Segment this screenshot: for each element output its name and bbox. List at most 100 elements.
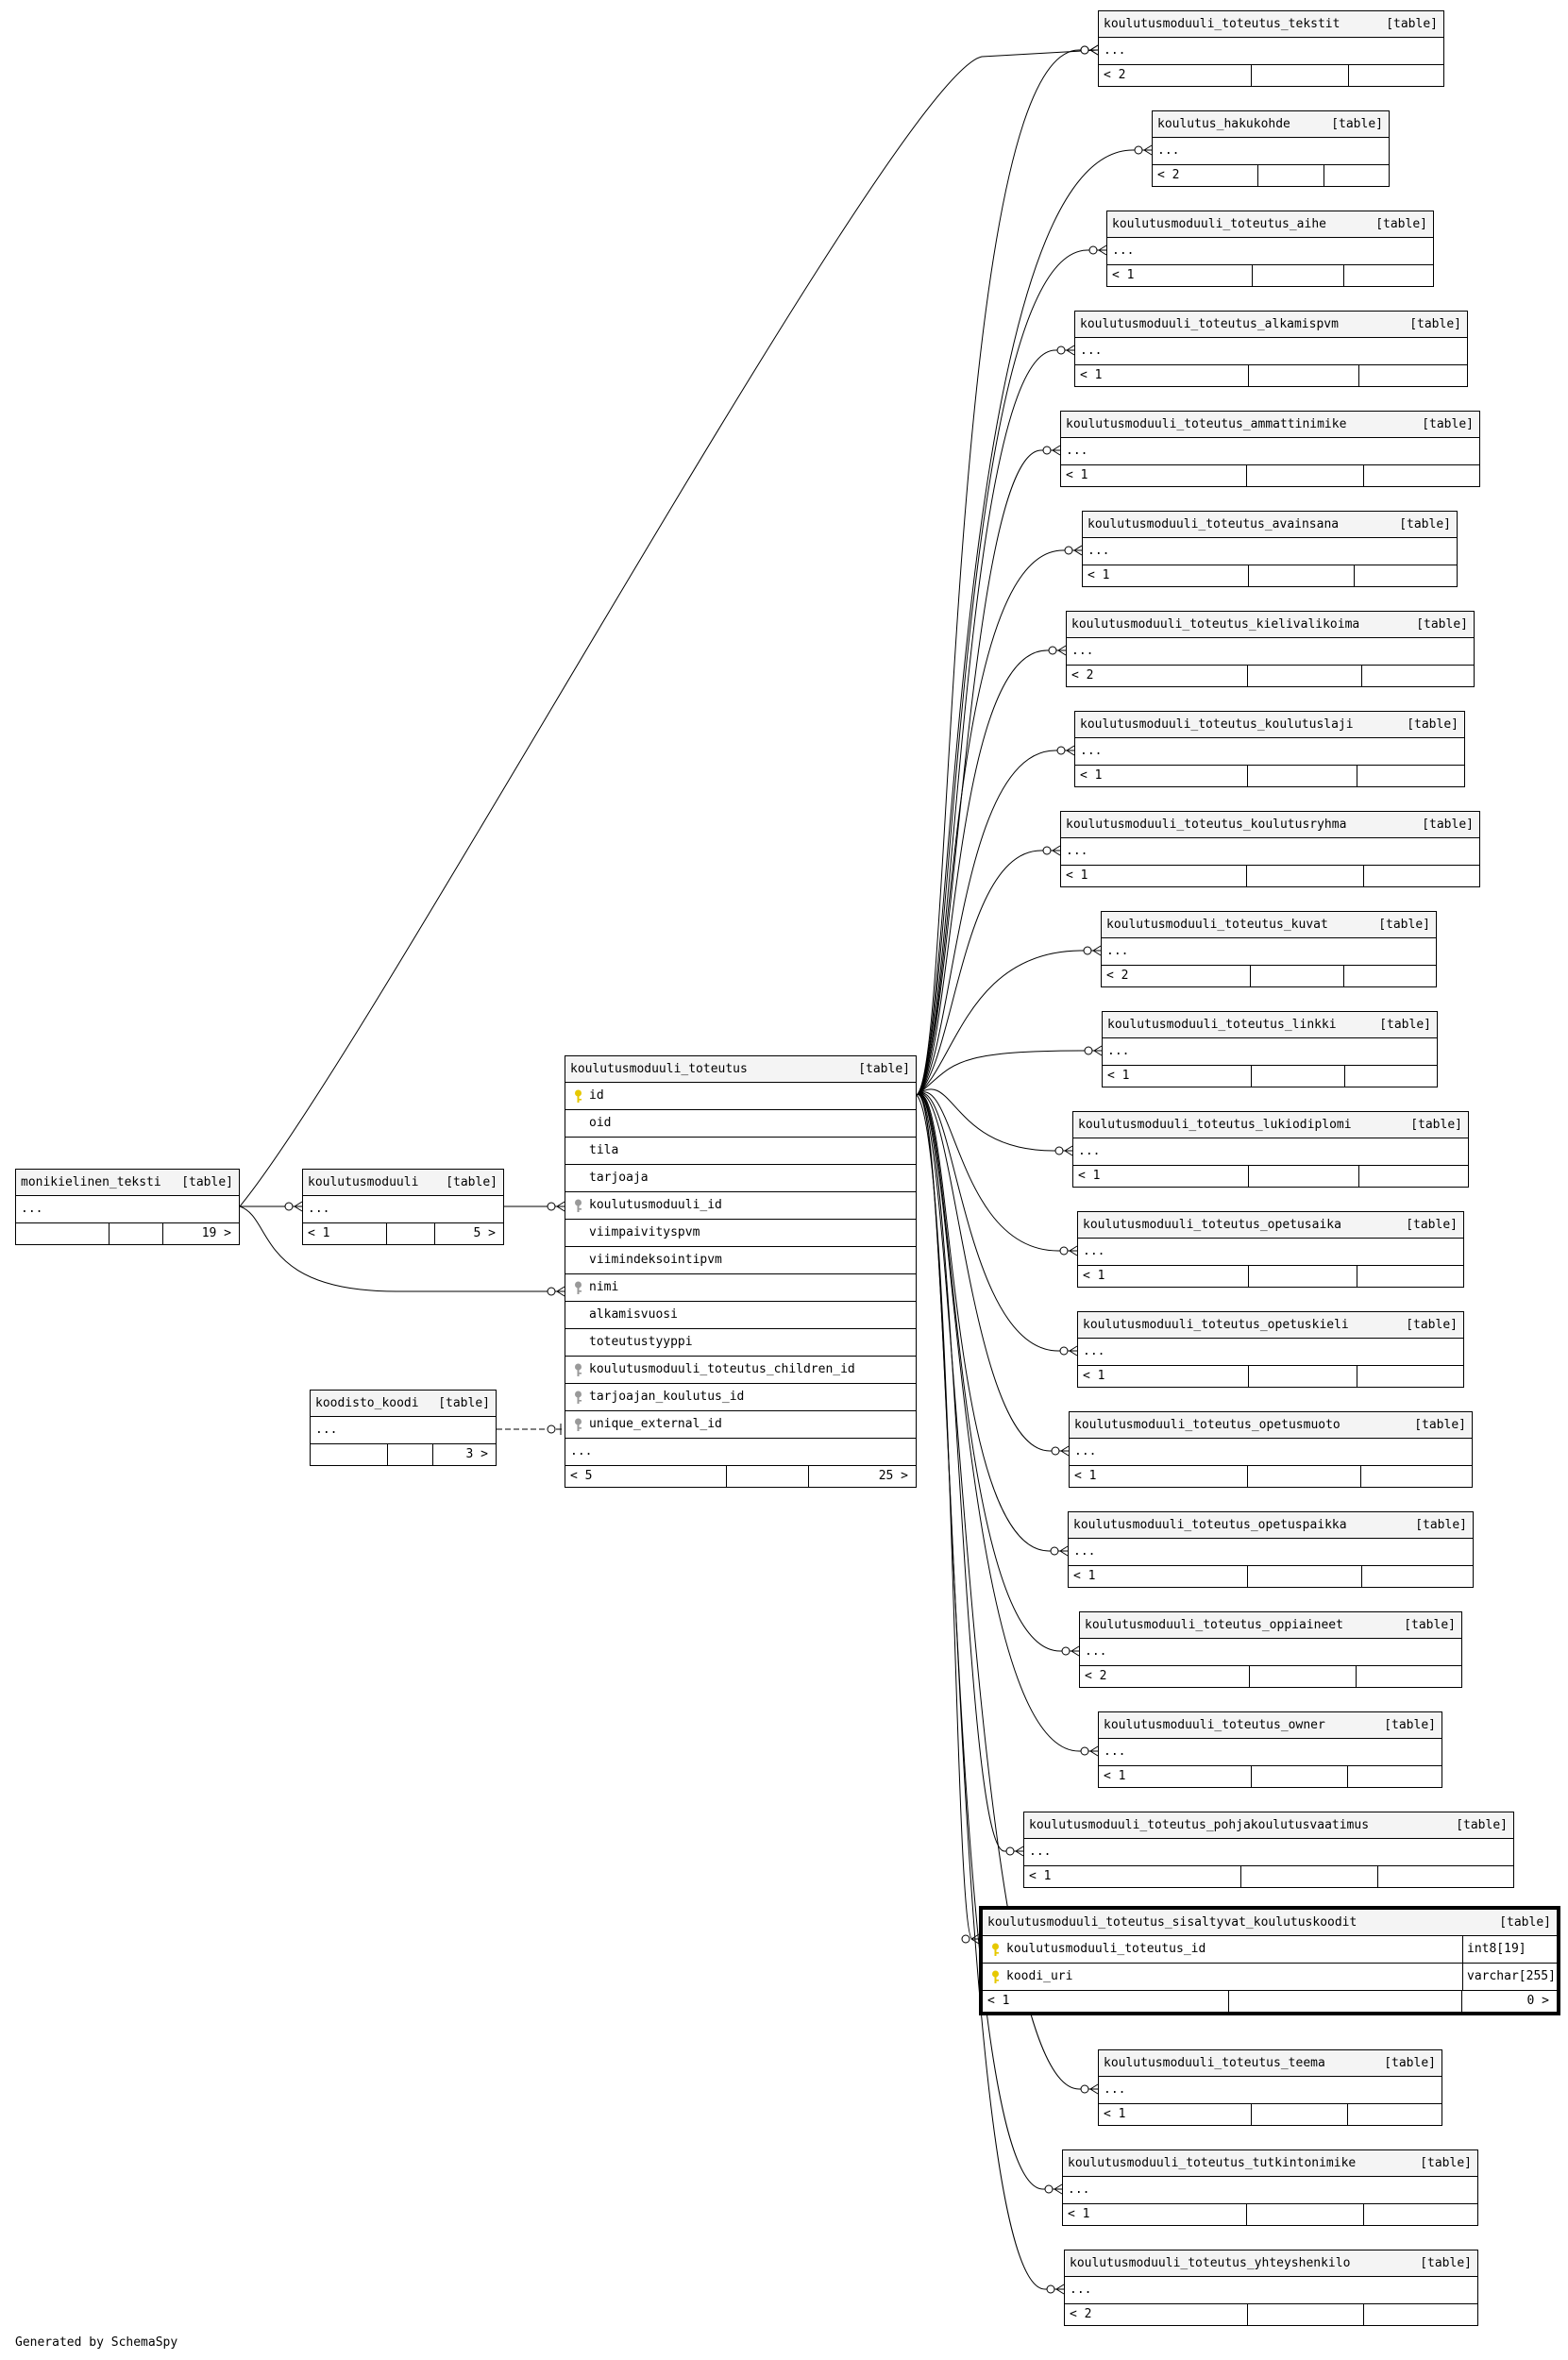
table-koulutusmoduuli-toteutus-teema[interactable]: koulutusmoduuli_toteutus_teema[table]...… <box>1098 2049 1442 2126</box>
parents-count[interactable]: < 1 <box>1087 568 1110 582</box>
column-koulutusmoduuli-toteutus-children-id[interactable]: koulutusmoduuli_toteutus_children_id <box>565 1357 916 1384</box>
table-type-tag: [table] <box>1420 2156 1472 2170</box>
table-koulutusmoduuli-toteutus-kuvat[interactable]: koulutusmoduuli_toteutus_kuvat[table]...… <box>1101 911 1437 987</box>
parents-count[interactable]: < 5 <box>570 1469 593 1483</box>
table-koulutusmoduuli-toteutus-opetusmuoto[interactable]: koulutusmoduuli_toteutus_opetusmuoto[tab… <box>1069 1411 1473 1488</box>
parents-count[interactable]: < 1 <box>1074 1469 1097 1483</box>
footer-divider <box>1360 1466 1361 1487</box>
parents-count[interactable]: < 1 <box>1104 1769 1126 1783</box>
parents-count[interactable]: < 1 <box>1112 268 1135 282</box>
table-koulutusmoduuli-toteutus-opetuspaikka[interactable]: koulutusmoduuli_toteutus_opetuspaikka[ta… <box>1068 1511 1474 1588</box>
column-viimpaivityspvm[interactable]: viimpaivityspvm <box>565 1220 916 1247</box>
table-header: koulutusmoduuli_toteutus_avainsana[table… <box>1083 512 1457 538</box>
parents-count[interactable]: < 1 <box>1066 468 1088 482</box>
relationship-line <box>239 1205 565 1292</box>
footer-divider <box>1251 2104 1252 2125</box>
parents-count[interactable]: < 1 <box>1080 768 1103 783</box>
table-header: koulutusmoduuli_toteutus_tutkintonimike[… <box>1063 2150 1477 2177</box>
table-footer: < 1 <box>1075 766 1464 786</box>
table-header: koodisto_koodi[table] <box>311 1391 496 1417</box>
parents-count[interactable]: < 2 <box>1070 2307 1092 2321</box>
parents-count[interactable]: < 2 <box>1071 668 1094 683</box>
column-alkamisvuosi[interactable]: alkamisvuosi <box>565 1302 916 1329</box>
parents-count[interactable]: < 2 <box>1157 168 1180 182</box>
parents-count[interactable]: < 1 <box>987 1994 1010 2008</box>
column-oid[interactable]: oid <box>565 1110 916 1138</box>
table-koulutusmoduuli-toteutus-yhteyshenkilo[interactable]: koulutusmoduuli_toteutus_yhteyshenkilo[t… <box>1064 2250 1478 2326</box>
table-koulutusmoduuli-toteutus-alkamispvm[interactable]: koulutusmoduuli_toteutus_alkamispvm[tabl… <box>1074 311 1468 387</box>
children-count[interactable]: 3 > <box>465 1447 488 1461</box>
children-count[interactable]: 5 > <box>473 1226 496 1240</box>
table-koulutusmoduuli-toteutus-ammattinimike[interactable]: koulutusmoduuli_toteutus_ammattinimike[t… <box>1060 411 1480 487</box>
parents-count[interactable]: < 2 <box>1104 68 1126 82</box>
column-id[interactable]: id <box>565 1083 916 1110</box>
more-columns-row: ... <box>1080 1639 1461 1666</box>
table-koulutusmoduuli-toteutus-tekstit[interactable]: koulutusmoduuli_toteutus_tekstit[table].… <box>1098 10 1444 87</box>
column-viimindeksointipvm[interactable]: viimindeksointipvm <box>565 1247 916 1274</box>
table-header: koulutusmoduuli_toteutus_kuvat[table] <box>1102 912 1436 938</box>
parents-count[interactable]: < 1 <box>1073 1569 1096 1583</box>
parents-count[interactable]: < 1 <box>1083 1269 1105 1283</box>
column-nimi[interactable]: nimi <box>565 1274 916 1302</box>
table-koulutusmoduuli-toteutus-koulutusryhma[interactable]: koulutusmoduuli_toteutus_koulutusryhma[t… <box>1060 811 1480 887</box>
table-monikielinen-teksti[interactable]: monikielinen_teksti[table]...19 > <box>15 1169 240 1245</box>
table-koulutusmoduuli-toteutus-tutkintonimike[interactable]: koulutusmoduuli_toteutus_tutkintonimike[… <box>1062 2149 1478 2226</box>
more-columns-row: ... <box>1078 1339 1463 1366</box>
table-koulutusmoduuli-toteutus-oppiaineet[interactable]: koulutusmoduuli_toteutus_oppiaineet[tabl… <box>1079 1611 1462 1688</box>
table-koulutusmoduuli-toteutus-linkki[interactable]: koulutusmoduuli_toteutus_linkki[table]..… <box>1102 1011 1438 1087</box>
table-koulutusmoduuli-toteutus-opetusaika[interactable]: koulutusmoduuli_toteutus_opetusaika[tabl… <box>1077 1211 1464 1288</box>
table-koulutusmoduuli-toteutus-owner[interactable]: koulutusmoduuli_toteutus_owner[table]...… <box>1098 1711 1442 1788</box>
column-tila[interactable]: tila <box>565 1138 916 1165</box>
table-name: koulutusmoduuli_toteutus_yhteyshenkilo <box>1070 2256 1351 2270</box>
children-count[interactable]: 19 > <box>201 1226 231 1240</box>
parents-count[interactable]: < 1 <box>308 1226 330 1240</box>
parents-count[interactable]: < 2 <box>1085 1669 1107 1683</box>
table-koulutusmoduuli-toteutus-pohjakoulutusvaatimus[interactable]: koulutusmoduuli_toteutus_pohjakoulutusva… <box>1023 1812 1514 1888</box>
column-tarjoaja[interactable]: tarjoaja <box>565 1165 916 1192</box>
table-type-tag: [table] <box>1422 818 1474 832</box>
table-koulutusmoduuli-toteutus-opetuskieli[interactable]: koulutusmoduuli_toteutus_opetuskieli[tab… <box>1077 1311 1464 1388</box>
column-koulutusmoduuli-id[interactable]: koulutusmoduuli_id <box>565 1192 916 1220</box>
table-koulutusmoduuli-toteutus-lukiodiplomi[interactable]: koulutusmoduuli_toteutus_lukiodiplomi[ta… <box>1072 1111 1469 1188</box>
table-koulutusmoduuli-toteutus-avainsana[interactable]: koulutusmoduuli_toteutus_avainsana[table… <box>1082 511 1458 587</box>
parents-count[interactable]: < 1 <box>1078 1169 1101 1183</box>
footer-divider <box>1358 365 1359 386</box>
parents-count[interactable]: < 1 <box>1104 2107 1126 2121</box>
footer-divider <box>1248 1266 1249 1287</box>
parents-count[interactable]: < 1 <box>1083 1369 1105 1383</box>
crows-foot-marker <box>1042 845 1061 856</box>
more-columns-row: ... <box>1065 2277 1477 2304</box>
children-count[interactable]: 0 > <box>1526 1994 1549 2008</box>
table-header: koulutusmoduuli_toteutus_koulutusryhma[t… <box>1061 812 1479 838</box>
table-header: koulutusmoduuli_toteutus_koulutuslaji[ta… <box>1075 712 1464 738</box>
parents-count[interactable]: < 1 <box>1068 2207 1090 2221</box>
table-koulutusmoduuli-toteutus-koulutuslaji[interactable]: koulutusmoduuli_toteutus_koulutuslaji[ta… <box>1074 711 1465 787</box>
table-koodisto-koodi[interactable]: koodisto_koodi[table]...3 > <box>310 1390 497 1466</box>
column-toteutustyyppi[interactable]: toteutustyyppi <box>565 1329 916 1357</box>
table-koulutusmoduuli-toteutus-sisaltyvat-koulutuskoodit[interactable]: koulutusmoduuli_toteutus_sisaltyvat_koul… <box>979 1906 1560 2015</box>
footer-divider <box>1240 1866 1241 1887</box>
footer-divider <box>109 1223 110 1244</box>
footer-divider <box>1250 966 1251 986</box>
children-count[interactable]: 25 > <box>878 1469 908 1483</box>
table-type-tag: [table] <box>1406 1318 1458 1332</box>
table-type-tag: [table] <box>858 1062 910 1076</box>
table-koulutus-hakukohde[interactable]: koulutus_hakukohde[table]...< 2 <box>1152 110 1390 187</box>
table-koulutusmoduuli-toteutus-aihe[interactable]: koulutusmoduuli_toteutus_aihe[table]...<… <box>1106 211 1434 287</box>
relationship-line <box>916 1094 979 1940</box>
footer-divider <box>1361 1566 1362 1587</box>
column-unique-external-id[interactable]: unique_external_id <box>565 1411 916 1439</box>
parents-count[interactable]: < 2 <box>1106 969 1129 983</box>
column-tarjoajan-koulutus-id[interactable]: tarjoajan_koulutus_id <box>565 1384 916 1411</box>
parents-count[interactable]: < 1 <box>1080 368 1103 382</box>
table-koulutusmoduuli-toteutus-kielivalikoima[interactable]: koulutusmoduuli_toteutus_kielivalikoima[… <box>1066 611 1475 687</box>
parents-count[interactable]: < 1 <box>1029 1869 1052 1883</box>
parents-count[interactable]: < 1 <box>1066 868 1088 883</box>
parents-count[interactable]: < 1 <box>1107 1069 1130 1083</box>
footer-divider <box>1247 2304 1248 2325</box>
crows-foot-marker <box>547 1201 565 1212</box>
